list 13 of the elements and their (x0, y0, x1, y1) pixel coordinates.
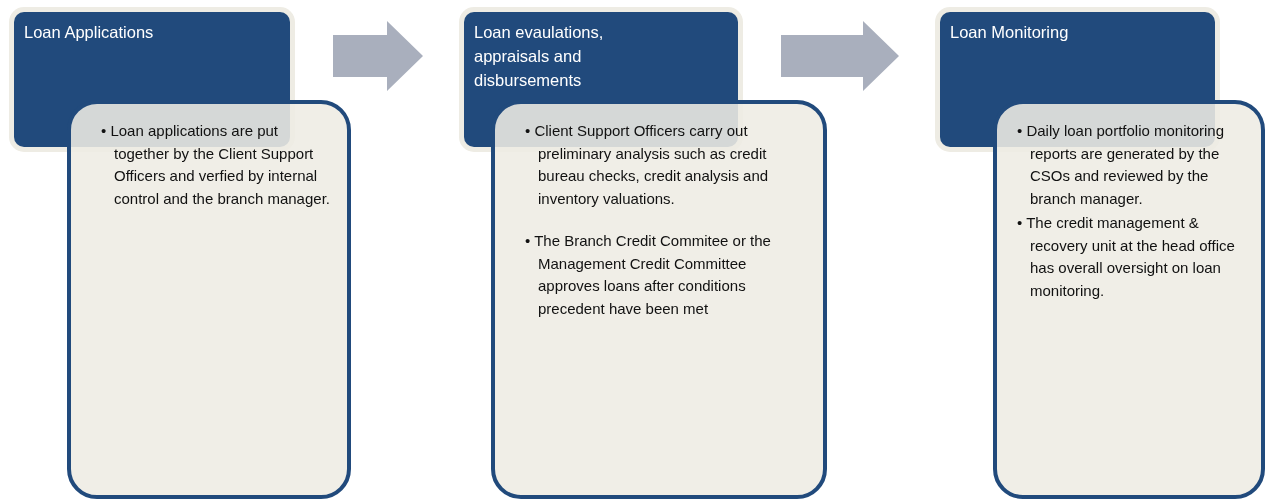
stage-title: Loan Monitoring (950, 22, 1070, 43)
detail-card (491, 100, 827, 499)
block-arrow (781, 21, 899, 91)
bullet-text: • The credit management & recovery unit at the head office has overall oversight on loan monitoring. (1017, 213, 1236, 301)
bullet-text: • Daily loan portfolio monitoring reports are generated by the CSOs and reviewed by the branch manager. (1017, 121, 1226, 209)
bullet-text: • Loan applications are put together by the Client Support Officers and verfied by internal control and the branch manager. (101, 121, 331, 209)
stage-title: Loan Applications (24, 22, 155, 43)
bullet-text: • Client Support Officers carry out preliminary analysis such as credit bureau checks, credit analysis and inventory valuations. (525, 121, 770, 209)
detail-card (993, 100, 1265, 499)
detail-card (67, 100, 351, 499)
bullet-text: • The Branch Credit Commitee or the Management Credit Committee approves loans after conditions precedent have been met (525, 231, 772, 319)
stage-title: Loan evaulations, appraisals and disbursements (474, 22, 605, 91)
block-arrow (333, 21, 423, 91)
